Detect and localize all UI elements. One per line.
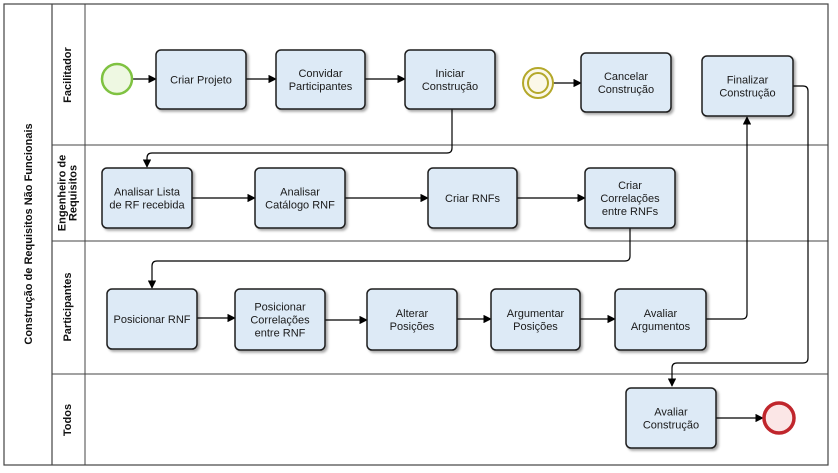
end-event[interactable] — [762, 401, 796, 435]
task-criar-projeto[interactable]: Criar Projeto — [155, 49, 247, 110]
task-label: Criar RNFs — [445, 193, 500, 205]
task-criar-rnfs[interactable]: Criar RNFs — [427, 167, 518, 229]
start-event[interactable] — [100, 62, 134, 96]
task-label: Posicionar RNF — [113, 314, 190, 326]
lane-label-facilitador: Facilitador — [62, 46, 74, 102]
task-label: Criar Projeto — [170, 75, 232, 87]
lane-label-engenheiro: Engenheiro deRequisitos — [57, 155, 80, 231]
lane-label-participantes: Participantes — [62, 272, 74, 341]
lane-label-todos: Todos — [62, 404, 74, 436]
sequence-flows — [133, 74, 809, 423]
pool-label: Construção de Requisitos Não Funcionais — [23, 123, 35, 344]
pool — [3, 3, 829, 466]
task-posicionar-rnf[interactable]: Posicionar RNF — [106, 288, 198, 350]
intermediate-event[interactable] — [522, 67, 554, 99]
